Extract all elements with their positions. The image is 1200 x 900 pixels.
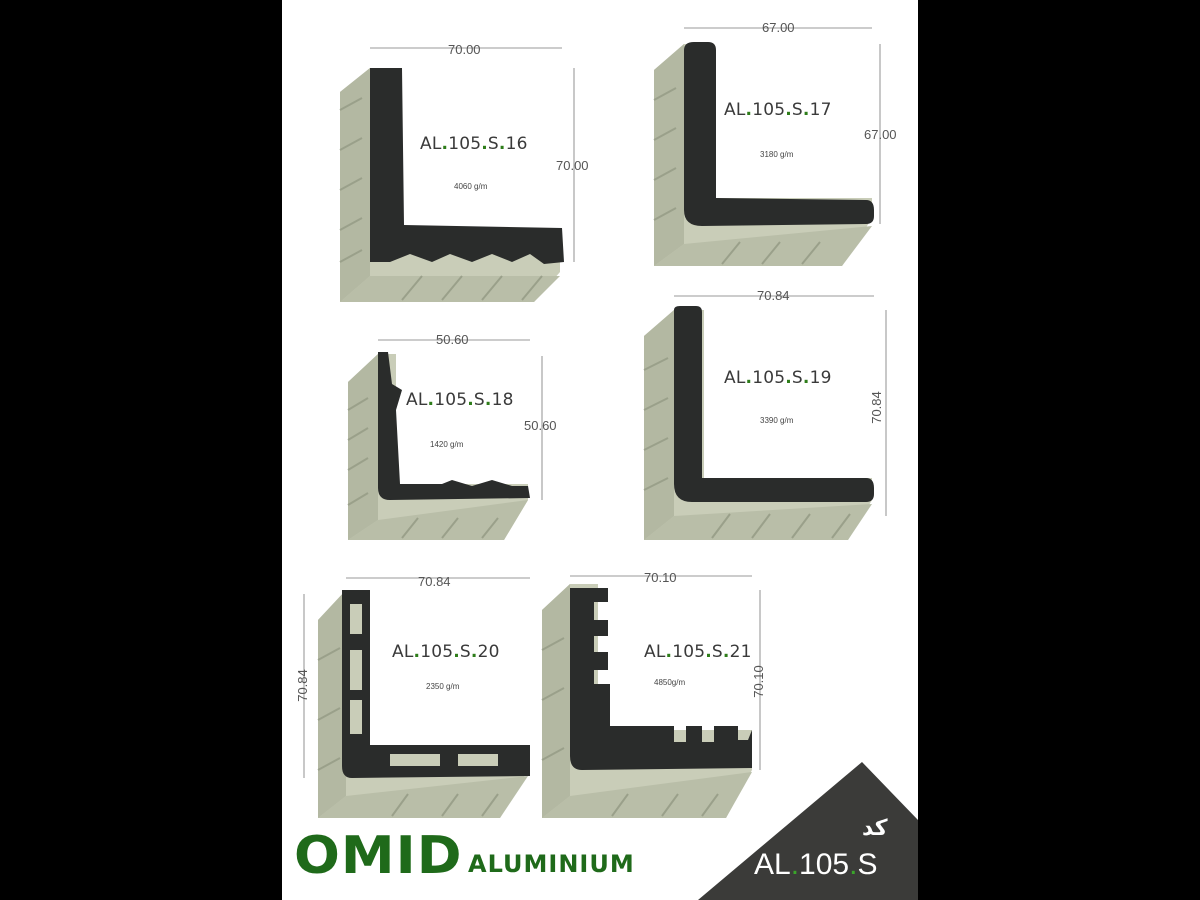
- profile-16-code: AL.105.S.16: [420, 134, 528, 154]
- profile-17-width: 67.00: [762, 20, 795, 35]
- profile-19-weight: 3390 g/m: [760, 416, 794, 425]
- series-corner-tab: [698, 762, 918, 900]
- profile-16-weight: 4060 g/m: [454, 182, 488, 191]
- profile-21-drawing: [541, 584, 752, 818]
- profile-17-code: AL.105.S.17: [724, 100, 832, 120]
- profile-21-code: AL.105.S.21: [644, 642, 752, 662]
- profile-18-code: AL.105.S.18: [406, 390, 514, 410]
- profile-17-drawing: [653, 42, 874, 266]
- profile-16-drawing: [339, 68, 564, 302]
- profile-20-code: AL.105.S.20: [392, 642, 500, 662]
- profile-18-weight: 1420 g/m: [430, 440, 464, 449]
- profile-20-width: 70.84: [418, 574, 451, 589]
- profile-17-height: 67.00: [864, 127, 897, 142]
- brand-name: OMID: [294, 825, 463, 886]
- profile-18-height: 50.60: [524, 418, 557, 433]
- profile-20-height: 70.84: [294, 669, 310, 702]
- catalog-sheet: 70.00 70.00 AL.105.S.16 4060 g/m 67.00 6…: [282, 0, 918, 900]
- profile-18-width: 50.60: [436, 332, 469, 347]
- profile-21-height: 70.10: [750, 665, 766, 698]
- profile-17-weight: 3180 g/m: [760, 150, 794, 159]
- profile-21-width: 70.10: [644, 570, 677, 585]
- profile-drawings: [303, 27, 918, 900]
- series-code: AL.105.S: [754, 848, 878, 881]
- profile-19-drawing: [643, 306, 874, 540]
- profile-18-drawing: [347, 352, 530, 540]
- profile-21-weight: 4850g/m: [654, 678, 686, 687]
- profile-19-width: 70.84: [757, 288, 790, 303]
- profile-19-code: AL.105.S.19: [724, 368, 832, 388]
- brand-subtitle: ALUMINIUM: [468, 850, 635, 878]
- profile-16-height: 70.00: [556, 158, 589, 173]
- profile-20-drawing: [317, 590, 530, 818]
- profile-19-height: 70.84: [868, 391, 884, 424]
- profile-20-weight: 2350 g/m: [426, 682, 460, 691]
- series-label: کد: [862, 816, 888, 841]
- profile-16-width: 70.00: [448, 42, 481, 57]
